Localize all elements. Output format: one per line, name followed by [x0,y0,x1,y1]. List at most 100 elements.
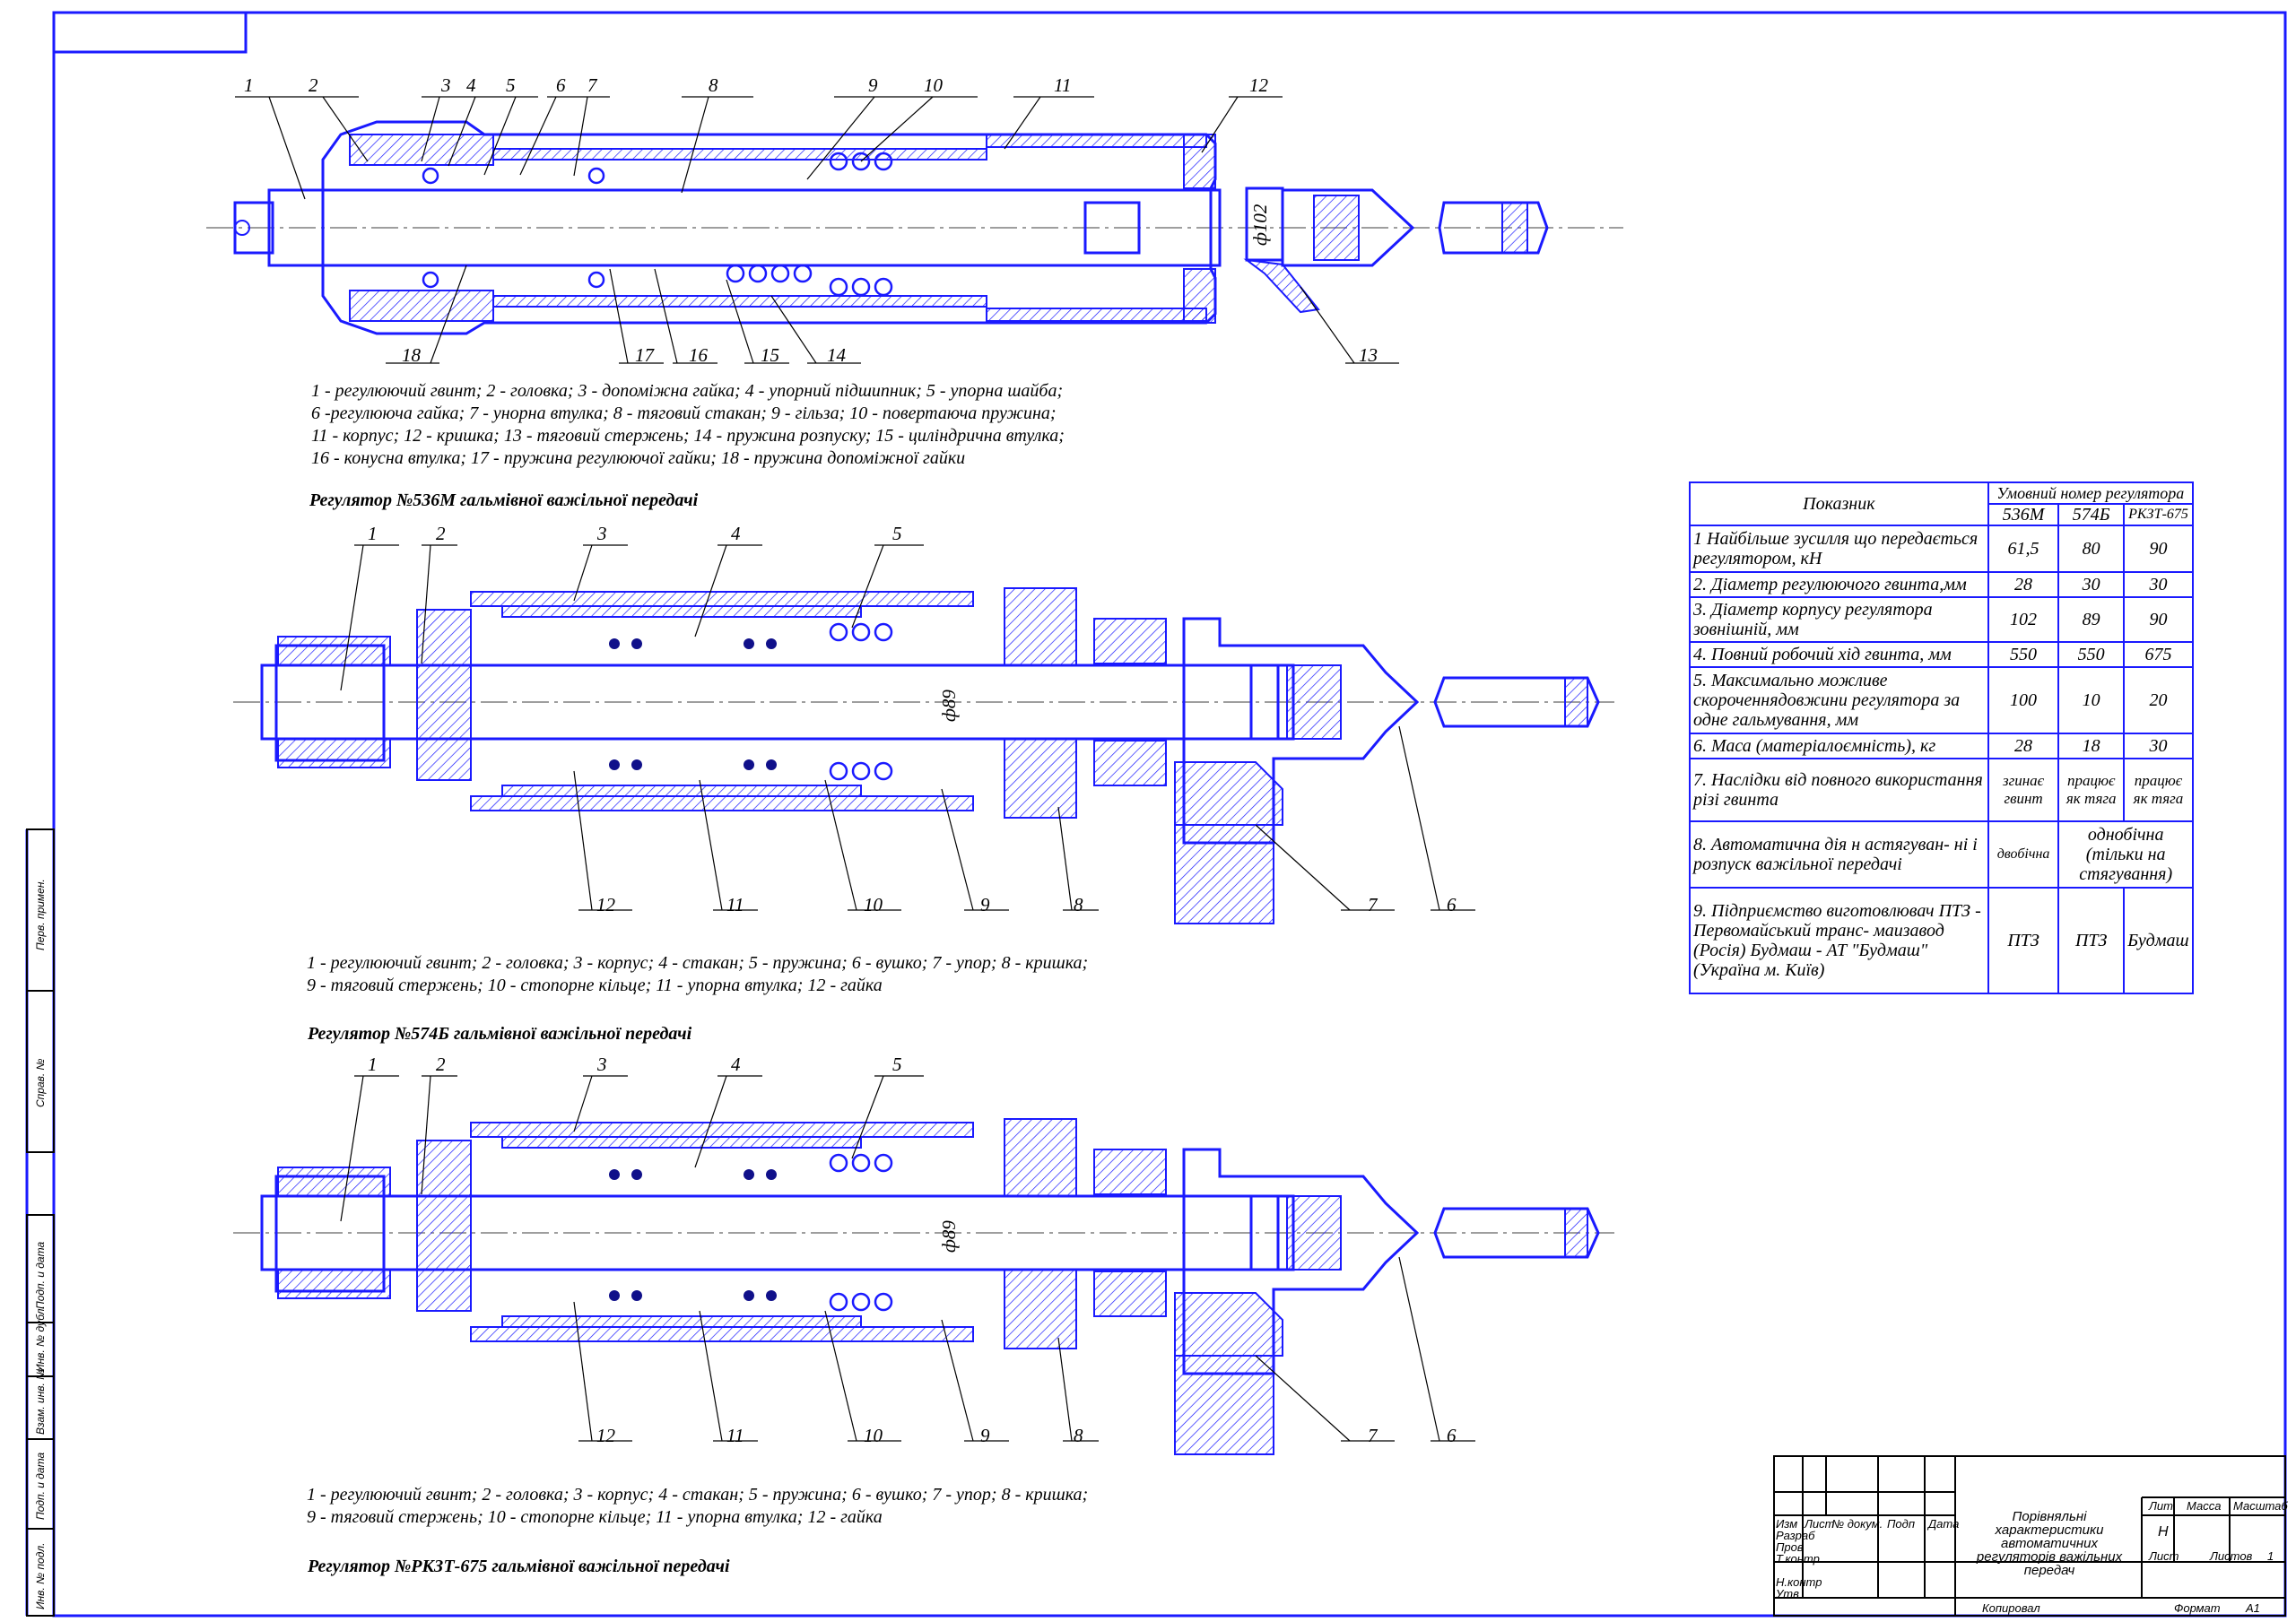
tb-format-value: А1 [2246,1601,2260,1615]
table-cell: 30 [2057,571,2125,598]
table-cell: 10 [2057,666,2125,734]
callout-574-b8: 8 [1074,894,1083,915]
table-row: 3. Діаметр корпусу регулятора зовнішній,… [1689,596,2195,643]
title-574: Регулятор №574Б гальмівної важільної пер… [308,1024,692,1044]
table-col-574: 574Б [2057,503,2125,526]
table-header-group: Умовний номер регулятора [1987,481,2195,505]
table-row-label: 2. Діаметр регулюючого гвинта,мм [1689,571,1989,598]
outer-frame [52,11,2287,1618]
table-cell: 550 [2057,641,2125,668]
callout-536-t3: 3 [440,74,451,96]
regulator-rkzt-leaders [340,1075,1475,1442]
tb-copied: Копировал [1982,1601,2040,1615]
tb-mass: Масса [2187,1499,2222,1513]
dimension-rkzt: ф89 [938,1220,960,1253]
table-row-label: 8. Автоматична дія н астягуван- ні і роз… [1689,820,1989,889]
tb-role-prov: Пров [1776,1540,1804,1554]
title-536: Регулятор №536М гальмівної важільної пер… [309,490,699,510]
table-row-label: 7. Наслідки від повного використання різ… [1689,758,1989,822]
legend-536: 1 - регулюючий гвинт; 2 - головка; 3 - д… [311,380,1065,470]
regulator-536-leaders [235,96,1399,364]
table-cell: ПТЗ [2057,887,2125,994]
tb-doc-title: Порівняльні характеристики автоматичних … [1976,1509,2123,1578]
table-row-label: 5. Максимально можливе скороченнядовжини… [1689,666,1989,734]
table-cell: 102 [1987,596,2060,643]
table-cell: 100 [1987,666,2060,734]
table-cell: 80 [2057,525,2125,573]
tb-lit-value: Н [2158,1524,2169,1540]
callout-536-t1: 1 [244,74,254,96]
callout-536-t5: 5 [506,74,516,96]
tb-role-tkontr: Т.контр [1776,1552,1820,1566]
callout-rkzt-t5: 5 [892,1054,902,1075]
comparison-table: Показник Умовний номер регулятора 536М 5… [1689,481,2195,994]
callout-536-b16: 16 [689,344,709,366]
table-cell: 28 [1987,733,2060,759]
callout-536-t9: 9 [868,74,878,96]
table-row: 1 Найбільше зусилля що передається регул… [1689,525,2195,573]
table-cell: 89 [2057,596,2125,643]
legend-rkzt: 1 - регулюючий гвинт; 2 - головка; 3 - к… [307,1484,1088,1529]
callout-rkzt-b7: 7 [1368,1425,1378,1446]
side-inv-podl: Инв. № подл. [34,1542,47,1609]
side-perv-primen: Перв. примен. [34,879,47,950]
legend-574-line2: 9 - тяговий стержень; 10 - стопорне кіль… [307,976,883,995]
dimension-536: ф102 [1249,204,1271,246]
callout-rkzt-t4: 4 [731,1054,741,1075]
table-cell: двобічна [1987,820,2060,889]
callout-574-b12: 12 [596,894,616,915]
tb-col-list: Лист [1805,1517,1835,1531]
table-row-label: 6. Маса (матеріалоємність), кг [1689,733,1989,759]
top-left-stamp [52,11,248,54]
callout-536-t4: 4 [466,74,476,96]
callout-536-b14: 14 [827,344,847,366]
callout-rkzt-b8: 8 [1074,1425,1083,1446]
table-cell: 28 [1987,571,2060,598]
callout-536-t11: 11 [1054,74,1071,96]
callout-574-t4: 4 [731,523,741,544]
callout-536-t8: 8 [709,74,718,96]
legend-536-line3: 11 - корпус; 12 - кришка; 13 - тяговий с… [311,426,1065,446]
table-cell: Будмаш [2122,887,2195,994]
legend-536-line1: 1 - регулюючий гвинт; 2 - головка; 3 - д… [311,381,1064,401]
table-cell: 90 [2122,596,2195,643]
side-stamp-cells [26,828,55,1617]
tb-role-utv: Утв [1776,1587,1799,1600]
dimension-574: ф89 [938,690,960,722]
side-podp-data-1: Подп. и дата [34,1241,47,1309]
legend-rkzt-line2: 9 - тяговий стержень; 10 - стопорне кіль… [307,1507,883,1527]
callout-574-b7: 7 [1368,894,1378,915]
table-row: 7. Наслідки від повного використання різ… [1689,758,2195,822]
callout-574-t3: 3 [596,523,607,544]
tb-lit: Лит [2149,1499,2173,1513]
callout-536-b13: 13 [1359,344,1378,366]
tb-scale: Масштаб [2233,1499,2288,1513]
table-col-rkzt: РКЗТ-675 [2122,503,2195,526]
tb-role-razrab: Разраб [1776,1529,1815,1542]
table-cell: 675 [2122,641,2195,668]
table-cell: ПТЗ [1987,887,2060,994]
table-row: 2. Діаметр регулюючого гвинта,мм 28 30 3… [1689,571,2195,598]
tb-sheets-value: 1 [2267,1549,2274,1563]
table-cell: 30 [2122,571,2195,598]
callout-574-b9: 9 [980,894,990,915]
callout-536-t6: 6 [556,74,566,96]
regulator-536-drawing [206,120,1623,335]
side-inv-dubl: Инв. № дубл. [34,1305,47,1372]
table-header-param: Показник [1689,481,1989,526]
tb-sheets: Листов [2210,1549,2253,1563]
regulator-536-callouts: 1 2 3 4 5 6 7 8 9 10 11 12 18 17 16 15 1… [244,74,1378,366]
tb-role-nkontr: Н.контр [1776,1575,1822,1589]
tb-col-doc: № докум. [1831,1517,1883,1531]
regulator-574-callouts: 1 2 3 4 5 12 11 10 9 8 7 6 ф89 [368,523,1457,915]
callout-rkzt-b11: 11 [726,1425,744,1446]
callout-rkzt-b12: 12 [596,1425,616,1446]
table-cell: 550 [1987,641,2060,668]
table-cell: згинає гвинт [1987,758,2060,822]
table-col-536: 536М [1987,503,2060,526]
side-sprav: Справ. № [34,1058,47,1107]
table-cell: 18 [2057,733,2125,759]
callout-536-t7: 7 [587,74,598,96]
callout-574-b10: 10 [864,894,883,915]
callout-rkzt-t3: 3 [596,1054,607,1075]
